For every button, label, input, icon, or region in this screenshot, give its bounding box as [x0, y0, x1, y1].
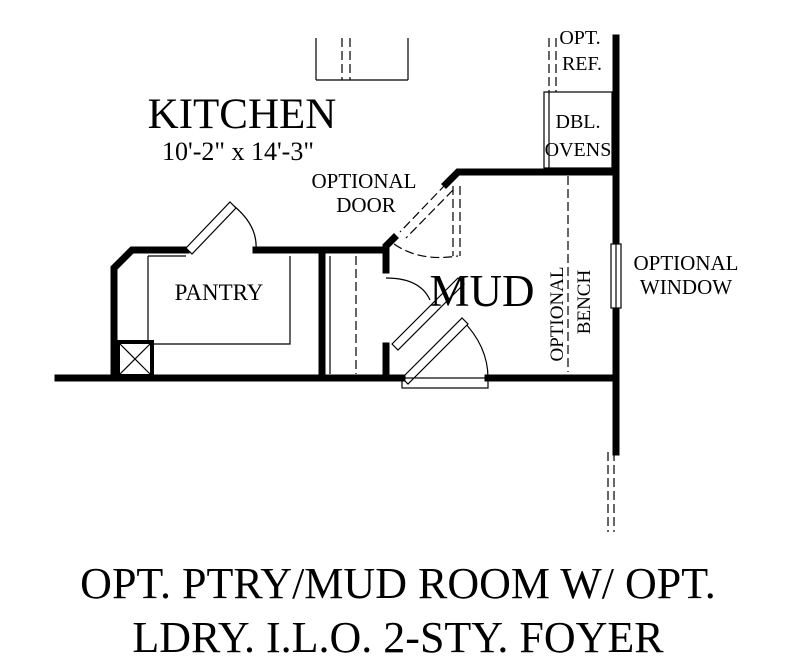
mud-label: MUD [429, 266, 534, 316]
caption-line-1: OPT. PTRY/MUD ROOM W/ OPT. [80, 559, 716, 608]
optional-door-label-line1: OPTIONAL [312, 169, 417, 193]
opt-ref-label-line1: OPT. [559, 27, 600, 49]
pantry-wall [110, 246, 190, 382]
optional-door [393, 183, 461, 259]
optional-bench-label-line1: OPTIONAL [547, 267, 568, 362]
pantry-door [185, 201, 257, 255]
pantry-label: PANTRY [175, 280, 264, 305]
interior-door-swing [385, 277, 431, 301]
pantry-shelving [147, 255, 291, 345]
kitchen-label: KITCHEN [148, 91, 337, 138]
appliance-area [543, 38, 613, 169]
optional-door-label-line2: DOOR [336, 193, 396, 217]
mud-room-top-wall [441, 168, 616, 189]
exterior-door [401, 317, 489, 389]
optional-window-label-line2: WINDOW [640, 275, 732, 299]
optional-window-label-line1: OPTIONAL [634, 251, 739, 275]
kitchen-counter-outline [315, 38, 409, 81]
chase-box [116, 340, 154, 378]
dbl-ovens-label-line2: OVENS [545, 139, 612, 161]
mud-room-left-wall [382, 233, 399, 274]
optional-window [610, 243, 622, 309]
kitchen-dimensions: 10'-2" x 14'-3" [162, 137, 314, 166]
caption-line-2: LDRY. I.L.O. 2-STY. FOYER [132, 613, 664, 662]
optional-bench-label-line2: BENCH [574, 270, 595, 335]
opt-ref-label-line2: REF. [562, 53, 602, 75]
dbl-ovens-label-line1: DBL. [556, 111, 601, 133]
